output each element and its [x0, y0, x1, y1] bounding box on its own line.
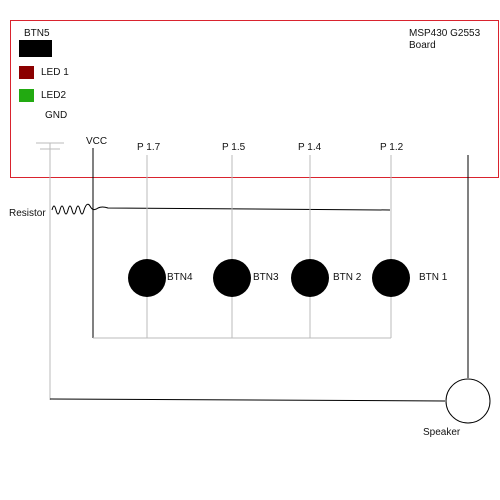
board-outline: [10, 20, 499, 178]
led1-swatch: [19, 66, 34, 79]
pin-p15-label: P 1.5: [222, 142, 246, 153]
board-title-line1: MSP430 G2553: [409, 28, 481, 39]
pin-p17-label: P 1.7: [137, 142, 161, 153]
resistor-label: Resistor: [9, 208, 46, 219]
btn2-label: BTN 2: [333, 272, 362, 283]
led1-label: LED 1: [41, 67, 69, 78]
btn2-circle: [291, 259, 329, 297]
btn4-label: BTN4: [167, 272, 193, 283]
speaker-label: Speaker: [423, 427, 461, 438]
btn5-swatch: [19, 40, 52, 57]
btn3-label: BTN3: [253, 272, 279, 283]
btn1-circle: [372, 259, 410, 297]
speaker-wire-bottom: [49, 398, 446, 402]
led2-label: LED2: [41, 90, 67, 101]
board-title-line2: Board: [409, 40, 436, 51]
btn4-circle: [128, 259, 166, 297]
led2-swatch: [19, 89, 34, 102]
vcc-label: VCC: [86, 136, 108, 147]
pin-p12-label: P 1.2: [380, 142, 404, 153]
btn1-label: BTN 1: [419, 272, 448, 283]
btn5-label: BTN5: [24, 28, 50, 39]
gnd-label: GND: [45, 110, 68, 121]
pin-p14-label: P 1.4: [298, 142, 322, 153]
resistor-symbol: [51, 203, 391, 215]
btn3-circle: [213, 259, 251, 297]
speaker-circle: [445, 378, 491, 424]
